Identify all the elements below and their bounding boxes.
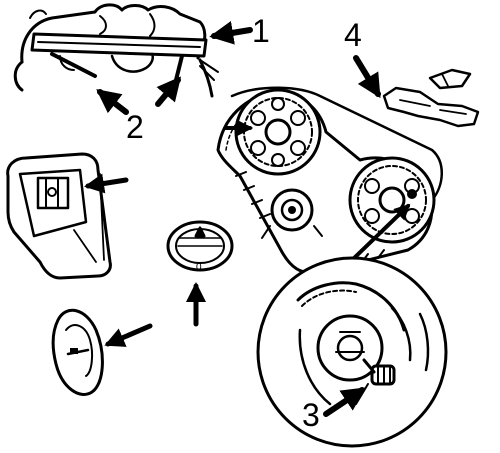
- sight-glass-detail: [51, 308, 153, 396]
- arrow-2-left: [96, 89, 129, 115]
- callout-arrows: [96, 21, 381, 417]
- callout-1: 1: [252, 13, 270, 49]
- arrow-3: [323, 387, 366, 417]
- cylinder-head-detail: [13, 3, 219, 98]
- timing-belt-assembly: [216, 86, 443, 275]
- magnified-sprocket-view: [256, 256, 448, 448]
- arrow-1: [209, 21, 253, 45]
- housing-window-detail: [6, 152, 129, 280]
- flywheel-mark-detail: 0: [166, 220, 234, 327]
- arrow-4: [353, 55, 381, 99]
- svg-text:0: 0: [196, 262, 202, 273]
- arrow-2-right: [155, 76, 182, 107]
- callout-3: 3: [302, 397, 320, 433]
- callout-4: 4: [344, 17, 362, 53]
- alignment-tool-detail: [382, 68, 480, 128]
- callout-2: 2: [126, 109, 144, 145]
